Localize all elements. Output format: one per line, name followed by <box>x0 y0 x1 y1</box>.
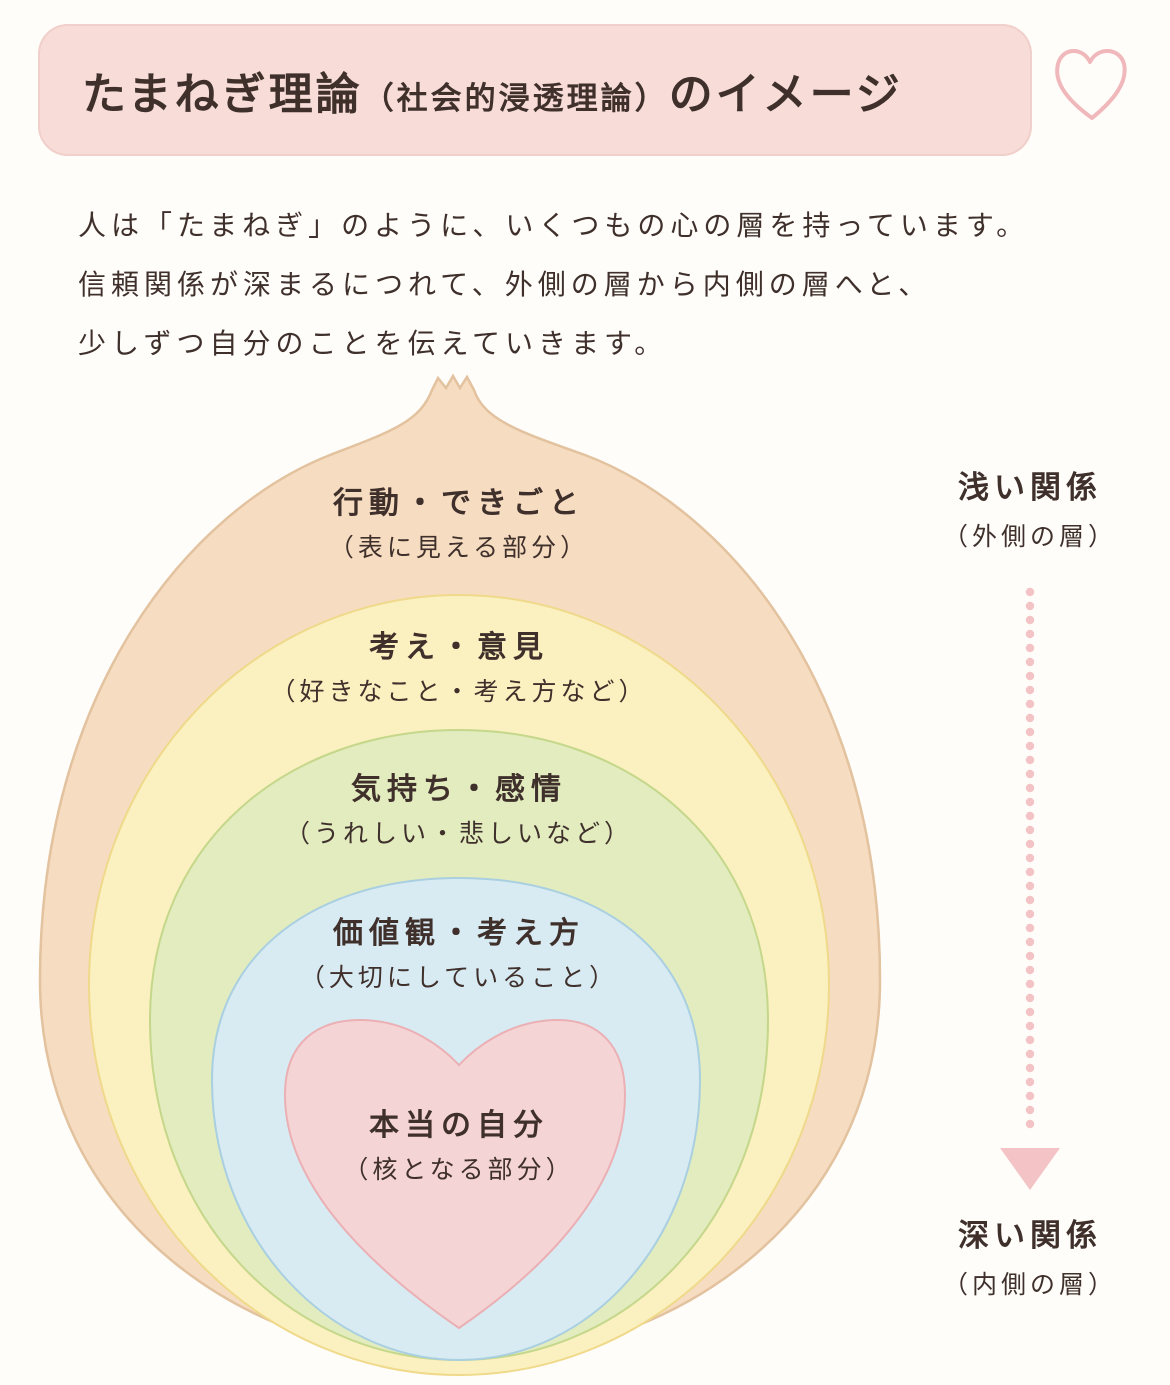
arrow-dot <box>1025 769 1035 779</box>
arrow-dot <box>1025 1119 1035 1129</box>
arrow-dot <box>1025 1049 1035 1059</box>
heart-core <box>283 1018 627 1330</box>
arrow-dot <box>1025 1021 1035 1031</box>
arrow-dot <box>1025 1105 1035 1115</box>
arrow-dot <box>1025 1077 1035 1087</box>
arrow-head <box>1000 1148 1060 1190</box>
arrow-dot <box>1025 895 1035 905</box>
layer-desc: （表に見える部分） <box>328 533 590 562</box>
arrow-dot <box>1025 615 1035 625</box>
arrow-dot <box>1025 965 1035 975</box>
arrow-dot <box>1025 601 1035 611</box>
title-sub: （社会的浸透理論） <box>362 81 669 117</box>
arrow-dot <box>1025 1091 1035 1101</box>
arrow-dot <box>1025 741 1035 751</box>
arrow-dot <box>1025 811 1035 821</box>
arrow-dot <box>1025 657 1035 667</box>
intro-line: 信頼関係が深まるにつれて、外側の層から内側の層へと、 <box>78 268 932 301</box>
layer-label-2: 考え・意見 （好きなこと・考え方など） <box>199 626 719 714</box>
arrow-dot <box>1025 671 1035 681</box>
arrow-dot <box>1025 1035 1035 1045</box>
arrow-dot <box>1025 867 1035 877</box>
layer-label-core: 本当の自分 （核となる部分） <box>199 1104 719 1192</box>
arrow-dot <box>1025 783 1035 793</box>
layer-label-outer: 行動・できごと （表に見える部分） <box>199 482 719 570</box>
arrow-dot <box>1025 909 1035 919</box>
title-banner: たまねぎ理論（社会的浸透理論）のイメージ <box>38 24 1032 156</box>
layer-desc: （うれしい・悲しいなど） <box>284 819 633 848</box>
arrow-dot <box>1025 881 1035 891</box>
arrow-dot <box>1025 797 1035 807</box>
arrow-dot <box>1025 853 1035 863</box>
arrow-dot <box>1025 839 1035 849</box>
layer-title: 考え・意見 <box>369 630 549 665</box>
layer-label-3: 気持ち・感情 （うれしい・悲しいなど） <box>199 768 719 856</box>
heart-outline-icon <box>1055 49 1127 120</box>
arrow-dot <box>1025 587 1035 597</box>
intro-text: 人は「たまねぎ」のように、いくつもの心の層を持っています。 信頼関係が深まるにつ… <box>78 196 1078 373</box>
title-tail: のイメージ <box>668 69 903 120</box>
arrow-dot <box>1025 699 1035 709</box>
onion-diagram: 行動・できごと （表に見える部分） 考え・意見 （好きなこと・考え方など） 気持… <box>0 360 1170 1385</box>
page-title: たまねぎ理論（社会的浸透理論）のイメージ <box>82 58 903 122</box>
arrow-dot <box>1025 825 1035 835</box>
layer-title: 本当の自分 <box>369 1108 549 1143</box>
intro-line: 少しずつ自分のことを伝えていきます。 <box>78 327 668 360</box>
arrow-dot <box>1025 993 1035 1003</box>
arrow-dot <box>1025 713 1035 723</box>
layer-desc: （大切にしていること） <box>299 963 619 992</box>
arrow-dot <box>1025 979 1035 989</box>
arrow-dot <box>1025 951 1035 961</box>
arrow-dot <box>1025 1007 1035 1017</box>
arrow-dot <box>1025 1063 1035 1073</box>
arrow-dot <box>1025 643 1035 653</box>
arrow-dot <box>1025 923 1035 933</box>
layer-title: 行動・できごと <box>333 486 585 521</box>
scale-top-label: 浅い関係 （外側の層） <box>910 462 1150 560</box>
arrow-dot <box>1025 937 1035 947</box>
layer-desc: （好きなこと・考え方など） <box>270 677 648 706</box>
arrow-dot <box>1025 755 1035 765</box>
scale-top-desc: （外側の層） <box>942 522 1117 551</box>
scale-bottom-label: 深い関係 （内側の層） <box>910 1210 1150 1308</box>
layer-title: 気持ち・感情 <box>351 772 567 807</box>
arrow-dot <box>1025 629 1035 639</box>
arrow-dot <box>1025 727 1035 737</box>
arrow-dot <box>1025 685 1035 695</box>
depth-arrow <box>1000 587 1060 1190</box>
layer-label-4: 価値観・考え方 （大切にしていること） <box>199 912 719 1000</box>
onion-svg <box>38 373 1060 1376</box>
title-main: たまねぎ理論 <box>82 69 363 120</box>
layer-title: 価値観・考え方 <box>333 916 585 951</box>
scale-bottom-desc: （内側の層） <box>942 1270 1117 1299</box>
layer-desc: （核となる部分） <box>343 1155 575 1184</box>
scale-top-title: 浅い関係 <box>958 470 1102 506</box>
scale-bottom-title: 深い関係 <box>958 1218 1102 1254</box>
intro-line: 人は「たまねぎ」のように、いくつもの心の層を持っています。 <box>78 209 1030 242</box>
